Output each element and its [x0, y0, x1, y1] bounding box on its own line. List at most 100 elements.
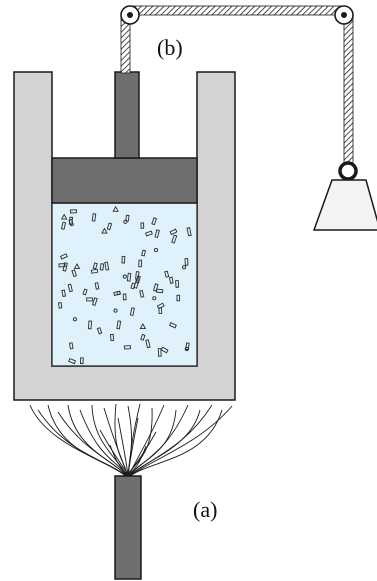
- particle: [94, 282, 100, 290]
- particle: [184, 258, 189, 266]
- particle: [133, 279, 140, 289]
- particle: [175, 279, 180, 288]
- flame-strand: [117, 417, 129, 475]
- particle: [68, 218, 74, 227]
- particle: [116, 320, 122, 330]
- flame-strand: [67, 404, 129, 479]
- burner-flames: [29, 403, 233, 479]
- hook-ring: [338, 161, 358, 181]
- particle: [168, 276, 174, 284]
- flame-strand: [127, 431, 157, 475]
- particle: [186, 227, 192, 237]
- particle: [155, 288, 164, 294]
- flame-strand: [47, 404, 129, 479]
- piston-head: [51, 157, 198, 204]
- particle: [113, 308, 118, 313]
- particle: [110, 333, 115, 342]
- particle: [145, 339, 151, 349]
- particle: [91, 213, 97, 222]
- particle: [82, 288, 88, 296]
- particle: [104, 261, 110, 271]
- left-pulley-icon: [120, 5, 140, 25]
- particle: [123, 345, 131, 350]
- flame-strand: [109, 444, 129, 475]
- particle: [164, 270, 170, 278]
- particle: [140, 333, 146, 341]
- particle: [156, 302, 165, 310]
- particle: [87, 320, 93, 330]
- flame-strand: [127, 405, 133, 479]
- particle: [153, 283, 159, 292]
- flame-strand: [99, 429, 129, 475]
- particle: [151, 217, 158, 226]
- particle: [68, 357, 77, 365]
- particle: [176, 294, 181, 302]
- particle: [122, 274, 127, 279]
- particle: [126, 272, 132, 282]
- piston-rod: [114, 71, 140, 159]
- particle: [71, 269, 77, 278]
- particle: [116, 290, 121, 296]
- particle: [141, 249, 147, 257]
- particle: [101, 227, 108, 234]
- particle: [160, 346, 169, 354]
- particle: [80, 357, 84, 365]
- particle: [157, 348, 162, 357]
- particle: [125, 214, 130, 222]
- particle: [152, 296, 157, 301]
- particle: [58, 263, 66, 268]
- particle: [72, 317, 77, 322]
- particle: [62, 262, 68, 272]
- particle: [139, 323, 147, 329]
- particle: [61, 289, 67, 297]
- particle: [91, 297, 98, 306]
- particle: [112, 205, 119, 212]
- flame-strand: [29, 404, 129, 479]
- right-pulley-icon: [334, 5, 354, 25]
- particle: [92, 262, 98, 270]
- particle: [90, 268, 99, 274]
- flame-strand: [127, 404, 213, 479]
- particle: [68, 342, 74, 350]
- hanging-weight: [312, 179, 377, 231]
- particle: [168, 322, 177, 329]
- particle: [96, 327, 103, 335]
- flame-strand: [127, 417, 139, 475]
- flame-strand: [127, 405, 233, 479]
- particle: [140, 222, 145, 229]
- flame-strand: [127, 445, 147, 475]
- label-pulley-system: (b): [157, 35, 183, 60]
- particle: [69, 209, 77, 214]
- particle: [57, 302, 63, 309]
- particle: [139, 289, 145, 298]
- particle: [99, 263, 105, 271]
- particle: [154, 247, 159, 253]
- particle: [106, 222, 113, 231]
- particle: [185, 342, 190, 351]
- particle: [60, 213, 68, 220]
- particle: [169, 228, 178, 236]
- particle: [145, 230, 153, 237]
- particle: [67, 283, 73, 293]
- flame-strand: [37, 409, 129, 479]
- particle: [59, 253, 68, 260]
- particle: [122, 293, 127, 301]
- particle: [121, 255, 126, 264]
- liquid-chamber: [51, 202, 198, 367]
- particle: [86, 297, 94, 302]
- flame-strand: [127, 404, 189, 479]
- particle: [154, 229, 160, 239]
- particle: [60, 221, 67, 230]
- flame-strand: [79, 409, 129, 479]
- rope: [120, 5, 354, 164]
- particle: [182, 265, 187, 270]
- burner-rod: [114, 475, 142, 580]
- particle: [73, 263, 81, 269]
- flame-strand: [127, 409, 223, 479]
- suspended-particles: [57, 205, 192, 365]
- particle: [129, 307, 135, 316]
- particle: [138, 259, 143, 268]
- particle: [135, 275, 141, 284]
- particle: [171, 234, 178, 244]
